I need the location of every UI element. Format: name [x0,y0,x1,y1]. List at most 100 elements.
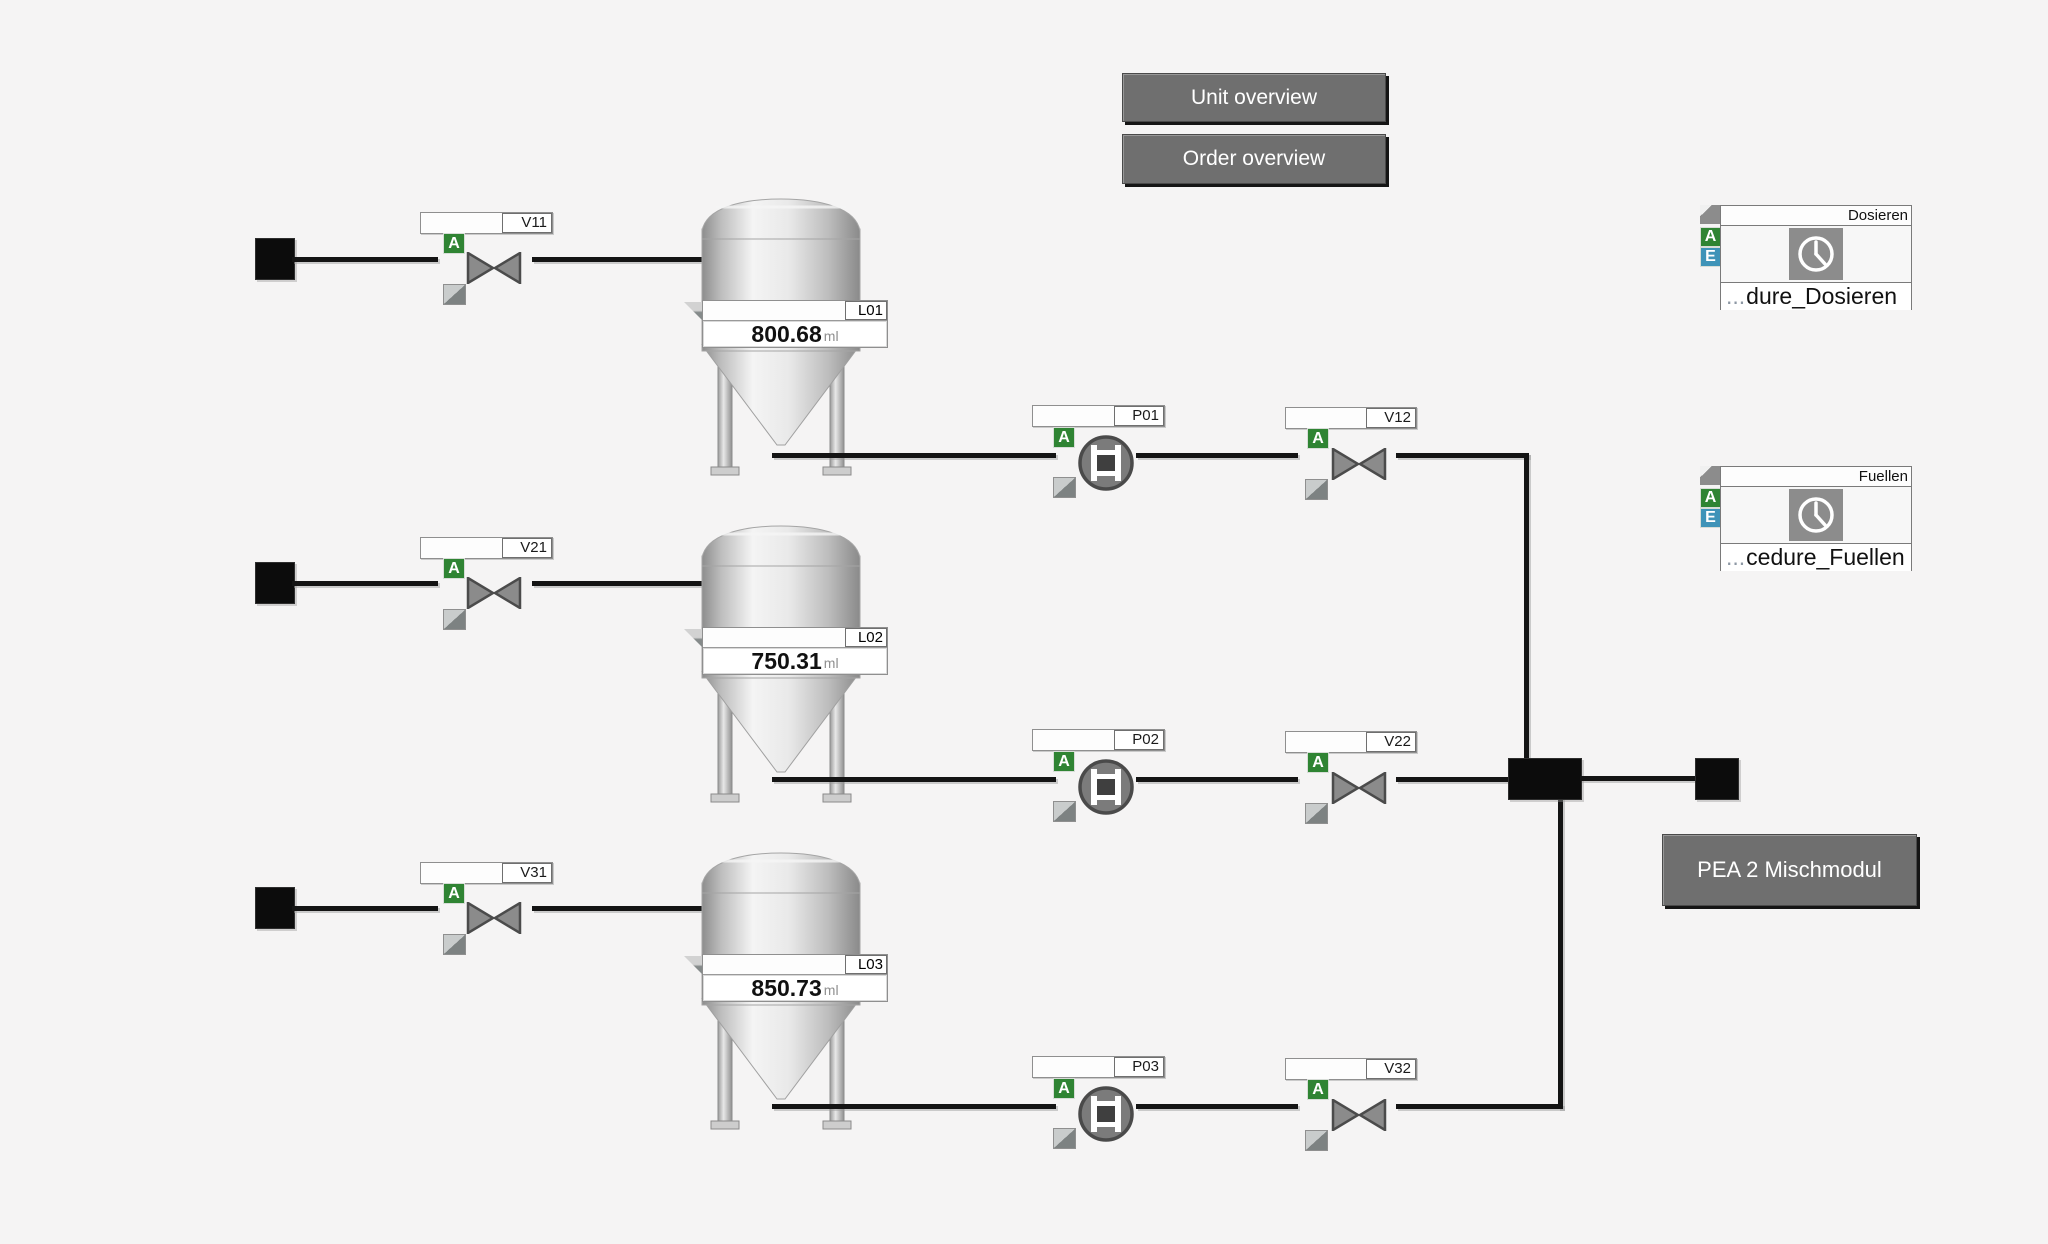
level-value: 750.31 [751,647,822,674]
pump-P03[interactable] [1077,1085,1135,1143]
procedure-name-text: cedure_Fuellen [1746,544,1905,570]
external-badge: E [1700,247,1721,267]
fold-corner-icon [1700,466,1720,485]
tank-tag-label: L01 [845,301,887,320]
valve-tag-label: V21 [502,538,552,558]
procedure-body [1721,487,1911,543]
pipe [1396,1104,1563,1109]
level-pointer-icon [684,629,703,648]
pump-P02[interactable] [1077,758,1135,816]
pump-tag-P02: P02 [1032,729,1165,751]
procedure-name-text: dure_Dosieren [1746,283,1898,309]
mixer-junction-node [1508,758,1582,800]
outlet-valve-V22[interactable] [1331,772,1387,804]
outlet-valve-V12[interactable] [1331,448,1387,480]
valve-tag-V21: V21 [420,537,553,559]
unit-overview-button[interactable]: Unit overview [1122,73,1386,122]
level-display-L03[interactable]: L03 850.73 ml [702,954,888,1002]
auto-mode-badge: A [1307,752,1329,773]
valve-tag-V12: V12 [1285,407,1417,429]
pipe [1136,1104,1298,1109]
valve-tag-V11: V11 [420,212,553,234]
procedure-title: Dosieren [1721,206,1911,226]
status-split-square [1305,803,1328,824]
valve-tag-label: V31 [502,863,552,883]
valve-tag-V32: V32 [1285,1058,1417,1080]
level-pointer-icon [684,302,703,321]
pump-tag-label: P02 [1114,730,1164,750]
pipe [772,1104,1056,1109]
feed-valve-V31[interactable] [466,902,522,934]
procedure-body [1721,226,1911,282]
external-badge: E [1700,508,1721,528]
pipe [292,257,438,262]
level-value: 800.68 [751,320,822,347]
pipe [532,257,702,262]
status-split-square [1053,801,1076,822]
pipe [772,453,1056,458]
level-display-L02[interactable]: L02 750.31 ml [702,627,888,675]
pea2-mischmodul-button[interactable]: PEA 2 Mischmodul [1662,834,1917,906]
valve-tag-label: V32 [1366,1059,1416,1079]
tank-tag-label: L02 [845,628,887,647]
pipe [1396,453,1529,458]
level-display-L01[interactable]: L01 800.68 ml [702,300,888,348]
procedure-block-fuellen[interactable]: A E Fuellen ... cedure_Fuellen [1700,466,1912,571]
procedure-name: ... dure_Dosieren [1721,282,1911,310]
auto-mode-badge: A [443,558,465,579]
status-split-square [443,934,466,955]
auto-mode-badge: A [1053,1078,1075,1099]
ellipsis: ... [1726,283,1746,309]
fold-corner-icon [1700,205,1720,224]
level-value: 850.73 [751,974,822,1001]
pipe [1136,777,1298,782]
status-split-square [443,284,466,305]
outlet-valve-V32[interactable] [1331,1099,1387,1131]
order-overview-button[interactable]: Order overview [1122,134,1386,184]
auto-mode-badge: A [1307,1079,1329,1100]
status-split-square [443,609,466,630]
level-pointer-icon [684,956,703,975]
feed-valve-V21[interactable] [466,577,522,609]
pipe [292,581,438,586]
pipe [772,777,1056,782]
outlet-terminal-node [1695,758,1739,800]
pipe [1558,797,1563,1109]
procedure-frame: Dosieren ... dure_Dosieren [1720,205,1912,310]
status-split-square [1053,1128,1076,1149]
status-split-square [1053,477,1076,498]
ellipsis: ... [1726,544,1746,570]
pump-tag-P01: P01 [1032,405,1165,427]
valve-tag-label: V11 [502,213,552,233]
level-unit: ml [823,982,839,998]
status-split-square [1305,1130,1328,1151]
level-unit: ml [823,328,839,344]
auto-mode-badge: A [1307,428,1329,449]
auto-mode-badge: A [443,883,465,904]
valve-tag-label: V12 [1366,408,1416,428]
procedure-name: ... cedure_Fuellen [1721,543,1911,571]
pump-tag-label: P01 [1114,406,1164,426]
pipe [532,906,702,911]
pipe [1396,777,1508,782]
auto-mode-badge: A [1700,227,1721,247]
pipe [532,581,702,586]
status-split-square [1305,479,1328,500]
pump-tag-label: P03 [1114,1057,1164,1077]
pipe [1580,776,1695,781]
pipe [1136,453,1298,458]
pump-P01[interactable] [1077,434,1135,492]
procedure-frame: Fuellen ... cedure_Fuellen [1720,466,1912,571]
valve-tag-V31: V31 [420,862,553,884]
feed-valve-V11[interactable] [466,252,522,284]
clock-icon [1789,228,1843,280]
procedure-block-dosieren[interactable]: A E Dosieren ... dure_Dosieren [1700,205,1912,310]
valve-tag-label: V22 [1366,732,1416,752]
tank-tag-label: L03 [845,955,887,974]
pump-tag-P03: P03 [1032,1056,1165,1078]
level-unit: ml [823,655,839,671]
procedure-title: Fuellen [1721,467,1911,487]
pipe [1524,453,1529,760]
clock-icon [1789,489,1843,541]
